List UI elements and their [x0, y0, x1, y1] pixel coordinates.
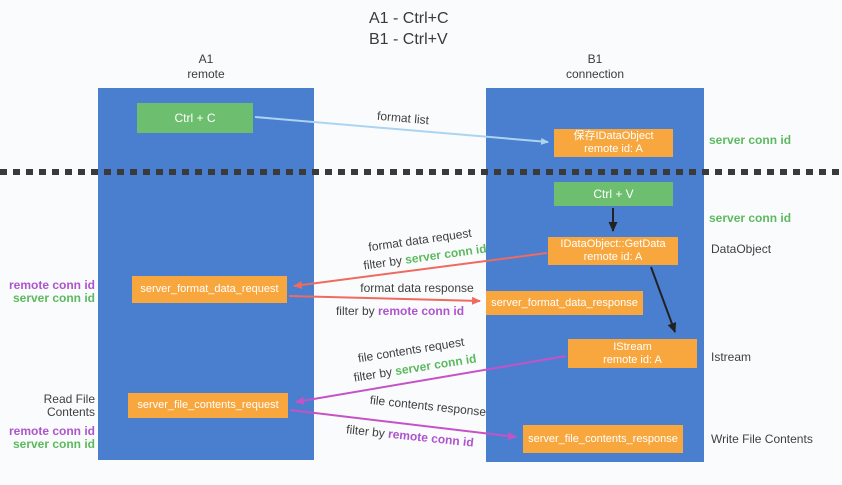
box-ctrl-v: Ctrl + V — [554, 182, 673, 206]
column-a1-role: remote — [187, 67, 225, 81]
box-ctrl-c: Ctrl + C — [137, 103, 253, 133]
annotation-server-conn-id-1: server conn id — [12, 291, 95, 305]
annotation-remote-conn-id-1: remote conn id — [8, 278, 95, 292]
save-idataobject-line2: remote id: A — [584, 143, 643, 155]
server-format-data-response-label: server_format_data_response — [491, 296, 638, 309]
box-save-idataobject: 保存IDataObject remote id: A — [554, 129, 673, 157]
arrow-format-data-response — [288, 295, 481, 305]
title-line-2: B1 - Ctrl+V — [369, 31, 448, 48]
annotation-server-conn-id-2: server conn id — [12, 437, 95, 451]
label-filter-by-remote-conn-id-2: filter by remote conn id — [346, 422, 475, 449]
annotation-istream: Istream — [711, 350, 752, 364]
remote-conn-id-text: remote conn id — [387, 426, 475, 450]
dotted-separator-line — [0, 169, 842, 175]
annotation-dataobject: DataObject — [711, 242, 772, 256]
column-header-b1: B1 connection — [545, 52, 645, 82]
label-format-list: format list — [376, 108, 430, 128]
remote-conn-id-text: remote conn id — [378, 304, 465, 318]
column-header-a1: A1 remote — [156, 52, 256, 82]
column-b1-role: connection — [565, 67, 625, 81]
save-idataobject-line1: 保存IDataObject — [573, 130, 654, 142]
column-b1-name: B1 — [587, 52, 603, 66]
column-a1-name: A1 — [198, 52, 214, 66]
box-idataobject-getdata: IDataObject::GetData remote id: A — [548, 237, 678, 265]
annotation-group-format-request: remote conn id server conn id — [0, 279, 95, 305]
server-file-contents-response-label: server_file_contents_response — [528, 432, 678, 445]
annotation-server-conn-id-top: server conn id — [709, 133, 792, 147]
getdata-line2: remote id: A — [583, 251, 643, 263]
annotation-read-file-contents: Read File Contents — [43, 392, 95, 419]
label-filter-by-remote-conn-id-1: filter by remote conn id — [336, 304, 464, 318]
getdata-line1: IDataObject::GetData — [560, 238, 666, 250]
box-server-format-data-response: server_format_data_response — [486, 291, 643, 315]
server-file-contents-request-label: server_file_contents_request — [137, 399, 279, 411]
box-server-file-contents-request: server_file_contents_request — [128, 393, 288, 418]
annotation-group-file-request: Read File Contents remote conn id server… — [0, 393, 95, 451]
ctrl-v-label: Ctrl + V — [593, 186, 634, 201]
box-istream: IStream remote id: A — [568, 339, 697, 368]
annotation-remote-conn-id-2: remote conn id — [8, 424, 95, 438]
diagram-title: A1 - Ctrl+C B1 - Ctrl+V — [369, 8, 449, 50]
filter-by-text: filter by — [335, 304, 375, 318]
box-server-format-data-request: server_format_data_request — [132, 276, 287, 303]
filter-by-text: filter by — [352, 364, 394, 385]
istream-line1: IStream — [613, 340, 652, 353]
label-file-contents-response: file contents response — [369, 392, 487, 420]
istream-line2: remote id: A — [603, 353, 662, 366]
box-server-file-contents-response: server_file_contents_response — [523, 425, 683, 453]
filter-by-text: filter by — [345, 422, 386, 441]
annotation-server-conn-id-mid: server conn id — [709, 211, 792, 225]
ctrl-c-label: Ctrl + C — [174, 110, 216, 125]
title-line-1: A1 - Ctrl+C — [369, 10, 449, 27]
filter-by-text: filter by — [362, 253, 403, 273]
server-format-data-request-label: server_format_data_request — [140, 283, 279, 295]
label-format-data-response: format data response — [360, 281, 474, 295]
annotation-write-file-contents: Write File Contents — [711, 432, 813, 446]
